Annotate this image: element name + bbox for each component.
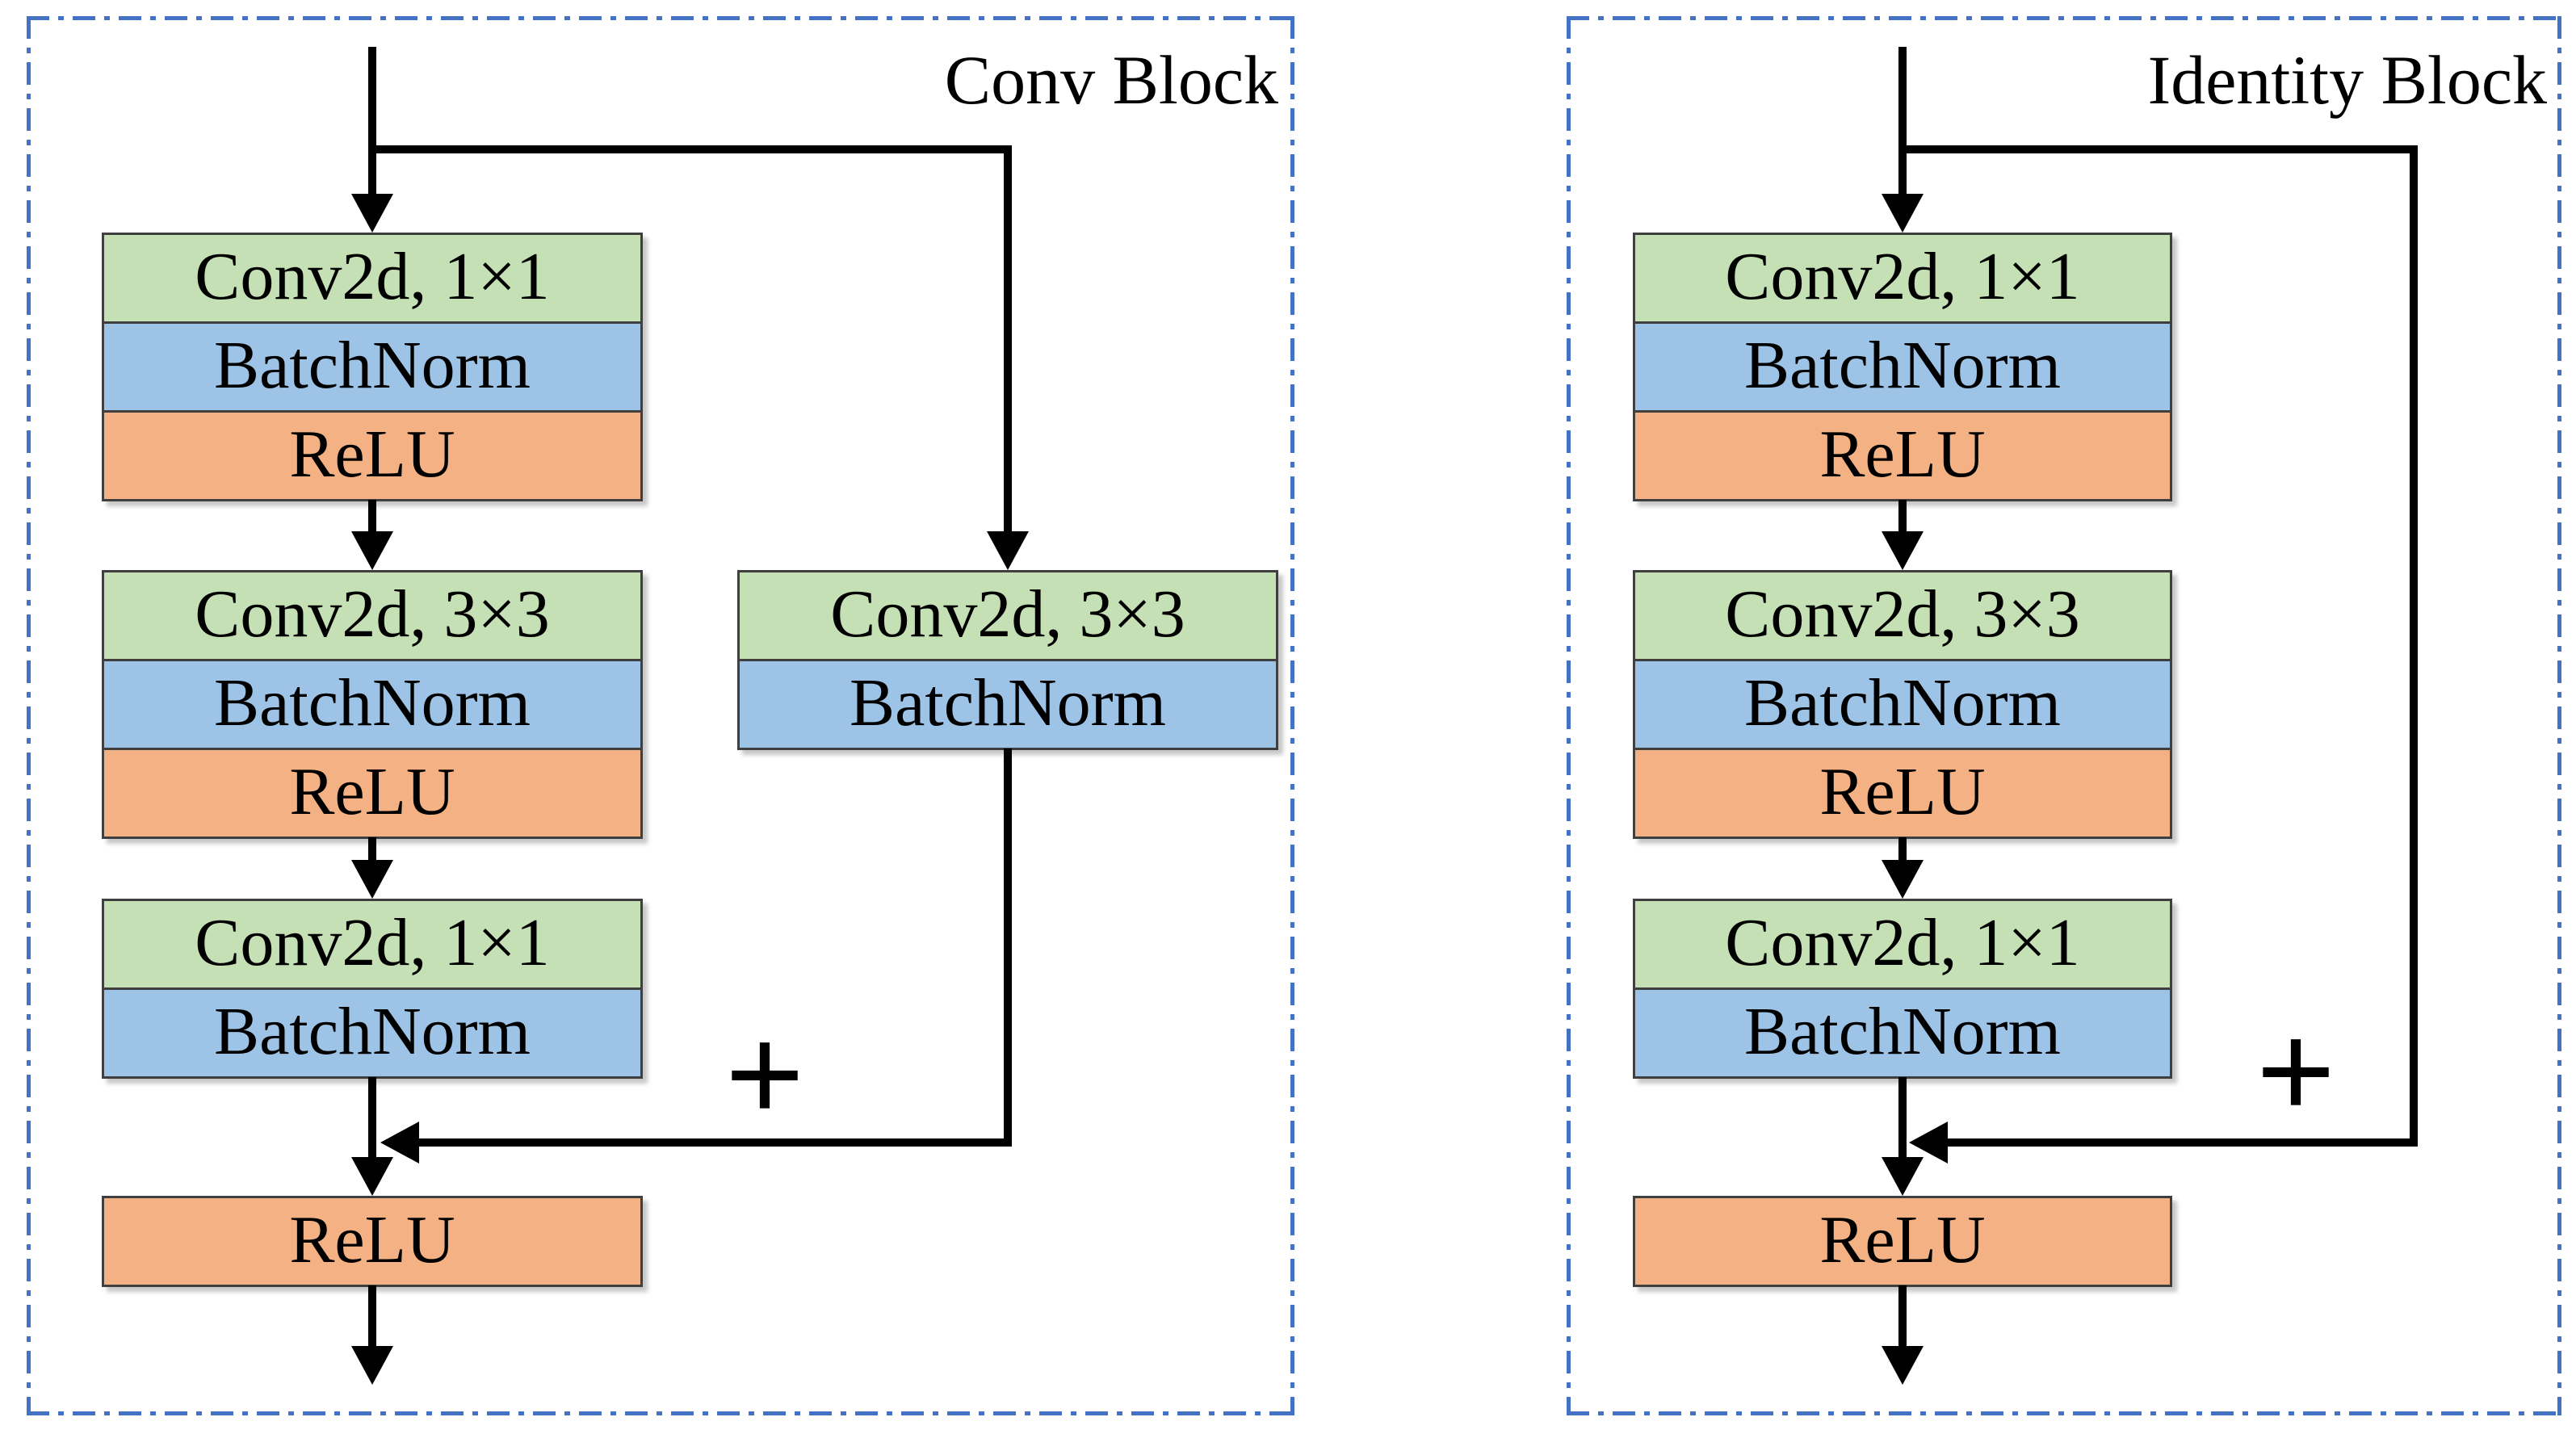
panel-border-top (27, 16, 1294, 20)
panel-border-right (1290, 16, 1294, 1415)
relu-layer: ReLU (102, 748, 643, 839)
output-line (1898, 1285, 1907, 1346)
shortcut-branch-line (368, 145, 1012, 153)
plus-operator: + (724, 996, 805, 1153)
merge-line (1948, 1138, 2418, 1147)
shortcut-arrowhead-icon (987, 531, 1029, 570)
input-arrowhead-icon (351, 194, 393, 233)
shortcut-branch-line (1898, 145, 2418, 153)
flow-line (1898, 500, 1907, 533)
layer-group: Conv2d, 1×1 BatchNorm (1633, 899, 2172, 1079)
identity-block-title: Identity Block (2147, 41, 2547, 119)
flow-arrowhead-icon (351, 860, 393, 899)
conv-block-panel: Conv Block Conv2d, 1×1 BatchNorm ReLU Co… (27, 16, 1294, 1415)
conv-layer: Conv2d, 1×1 (1633, 233, 2172, 324)
conv-layer: Conv2d, 1×1 (102, 899, 643, 990)
relu-layer: ReLU (1633, 410, 2172, 501)
conv-layer: Conv2d, 1×1 (102, 233, 643, 324)
merge-arrowhead-icon (1909, 1122, 1948, 1164)
relu-layer: ReLU (102, 410, 643, 501)
flow-arrowhead-icon (351, 531, 393, 570)
conv-layer: Conv2d, 1×1 (1633, 899, 2172, 990)
shortcut-layer-group: Conv2d, 3×3 BatchNorm (737, 570, 1278, 750)
flow-line (368, 1077, 376, 1159)
batchnorm-layer: BatchNorm (1633, 987, 2172, 1079)
panel-border-left (27, 16, 31, 1415)
layer-group: ReLU (1633, 1196, 2172, 1287)
plus-operator: + (2255, 993, 2336, 1150)
flow-arrowhead-icon (1882, 531, 1924, 570)
relu-layer: ReLU (102, 1196, 643, 1287)
batchnorm-layer: BatchNorm (102, 321, 643, 413)
output-line (368, 1285, 376, 1346)
flow-arrowhead-icon (1882, 1157, 1924, 1196)
batchnorm-layer: BatchNorm (737, 659, 1278, 750)
conv-layer: Conv2d, 3×3 (102, 570, 643, 661)
panel-border-right (2557, 16, 2561, 1415)
shortcut-down-line (2410, 145, 2418, 1147)
layer-group: Conv2d, 3×3 BatchNorm ReLU (1633, 570, 2172, 839)
flow-arrowhead-icon (351, 1157, 393, 1196)
layer-group: ReLU (102, 1196, 643, 1287)
shortcut-down-line (1004, 748, 1012, 1147)
identity-block-panel: Identity Block Conv2d, 1×1 BatchNorm ReL… (1567, 16, 2561, 1415)
flow-line (368, 837, 376, 862)
conv-block-title: Conv Block (944, 41, 1278, 119)
layer-group: Conv2d, 1×1 BatchNorm ReLU (1633, 233, 2172, 501)
conv-layer: Conv2d, 3×3 (737, 570, 1278, 661)
batchnorm-layer: BatchNorm (102, 659, 643, 750)
batchnorm-layer: BatchNorm (102, 987, 643, 1079)
shortcut-down-line (1004, 145, 1012, 531)
conv-layer: Conv2d, 3×3 (1633, 570, 2172, 661)
layer-group: Conv2d, 3×3 BatchNorm ReLU (102, 570, 643, 839)
panel-border-bottom (27, 1411, 1294, 1415)
input-arrowhead-icon (1882, 194, 1924, 233)
merge-arrowhead-icon (380, 1122, 419, 1164)
output-arrowhead-icon (351, 1346, 393, 1385)
panel-border-top (1567, 16, 2561, 20)
flow-line (1898, 1077, 1907, 1159)
relu-layer: ReLU (1633, 1196, 2172, 1287)
input-line (1898, 47, 1907, 195)
layer-group: Conv2d, 1×1 BatchNorm (102, 899, 643, 1079)
merge-line (419, 1138, 1012, 1147)
panel-border-left (1567, 16, 1571, 1415)
input-line (368, 47, 376, 195)
layer-group: Conv2d, 1×1 BatchNorm ReLU (102, 233, 643, 501)
flow-line (1898, 837, 1907, 862)
batchnorm-layer: BatchNorm (1633, 659, 2172, 750)
panel-border-bottom (1567, 1411, 2561, 1415)
flow-arrowhead-icon (1882, 860, 1924, 899)
flow-line (368, 500, 376, 533)
batchnorm-layer: BatchNorm (1633, 321, 2172, 413)
relu-layer: ReLU (1633, 748, 2172, 839)
output-arrowhead-icon (1882, 1346, 1924, 1385)
